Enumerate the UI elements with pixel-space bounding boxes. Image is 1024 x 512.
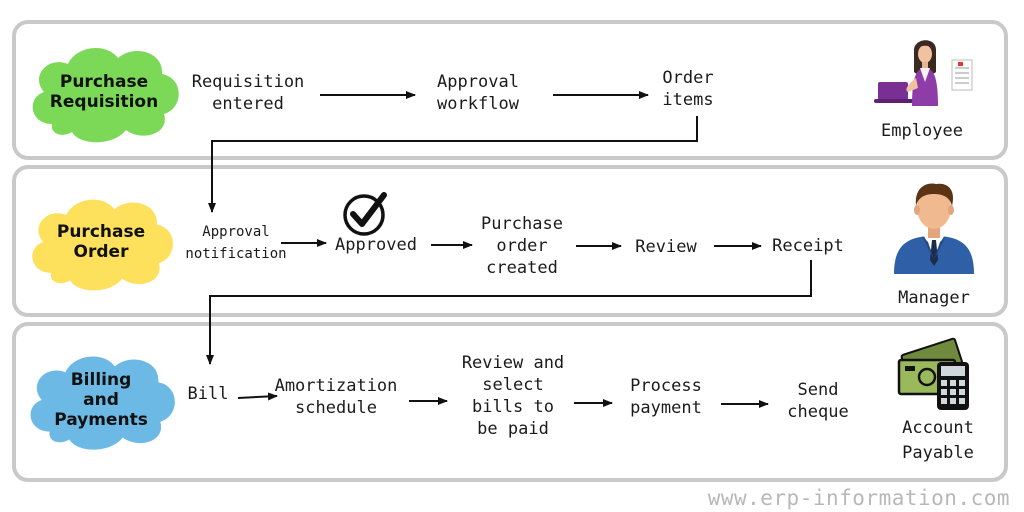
role-manager: Manager <box>898 288 970 308</box>
stage-label: Purchase Order <box>56 222 146 262</box>
employee-icon <box>874 40 973 106</box>
step-approval-notification: Approval notification <box>185 224 287 262</box>
step-order-items: Order items <box>662 68 714 110</box>
stage-cloud-billing-and-payments: Billing and Payments <box>20 345 182 455</box>
stage-cloud-purchase-order: Purchase Order <box>20 190 182 294</box>
step-amortization-schedule: Amortization schedule <box>274 376 398 418</box>
role-employee: Employee <box>881 121 963 141</box>
step-purchase-order-created: Purchase order created <box>481 214 563 278</box>
role-account-payable: Account Payable <box>902 418 974 463</box>
step-approval-workflow: Approval workflow <box>437 72 519 114</box>
manager-icon <box>894 183 974 274</box>
step-send-cheque: Send cheque <box>787 380 849 422</box>
stage-label: Purchase Requisition <box>49 72 159 112</box>
step-requisition-entered: Requisition entered <box>191 72 305 114</box>
step-bill: Bill <box>187 384 229 404</box>
step-receipt: Receipt <box>772 236 844 256</box>
step-approved: Approved <box>335 235 417 255</box>
cash-calculator-icon <box>897 337 969 410</box>
step-process-payment: Process payment <box>630 376 702 418</box>
watermark-url: www.erp-information.com <box>707 486 1010 510</box>
stage-cloud-purchase-requisition: Purchase Requisition <box>22 38 186 146</box>
step-review-and-select-bills: Review and select bills to be paid <box>461 353 565 439</box>
step-review: Review <box>635 237 697 257</box>
stage-label: Billing and Payments <box>54 370 148 430</box>
checkmark-circle-icon <box>343 192 387 236</box>
